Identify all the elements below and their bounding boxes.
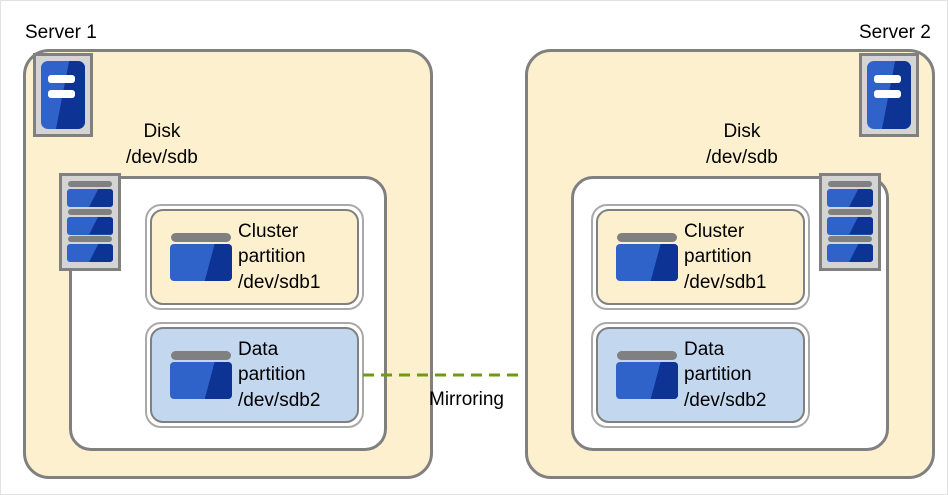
partition-label-line-3: /dev/sdb2 [238,389,321,411]
partition-label-line-1: Data [238,339,279,361]
partition-drive-icon [616,233,678,281]
disk-platter-icon [67,208,113,236]
server-1-cluster-partition[interactable]: Cluster partition /dev/sdb1 [145,204,364,310]
disk-platter-icon [67,181,113,208]
server-slot-icon [874,89,902,99]
disk-label-line-1: Disk [723,121,761,142]
partition-label-line-1: Data [684,339,725,361]
partition-label-line-1: Cluster [684,221,745,243]
partition-label-line-3: /dev/sdb1 [238,271,321,293]
server-1-data-partition[interactable]: Data partition /dev/sdb2 [145,322,364,428]
partition-drive-icon [616,351,678,399]
partition-label-line-1: Cluster [238,221,299,243]
server-2-cluster-partition[interactable]: Cluster partition /dev/sdb1 [591,204,810,310]
disk-label-line-2: /dev/sdb [126,146,198,168]
server-1-cluster-partition-label: Cluster partition /dev/sdb1 [238,219,320,294]
partition-drive-icon [170,233,232,281]
server-2-title: Server 2 [859,22,931,43]
disk-stack-icon [59,173,121,271]
disk-platter-icon [67,236,113,263]
mirroring-label: Mirroring [429,389,504,410]
disk-platter-icon [827,236,873,263]
disk-platter-icon [827,208,873,236]
server-slot-icon [48,89,76,99]
partition-label-line-2: partition [238,246,306,268]
server-2-data-partition-label: Data partition /dev/sdb2 [684,337,766,412]
disk-platter-icon [827,181,873,208]
server-slot-icon [48,74,76,84]
server-1-title: Server 1 [25,22,97,43]
server-2-cluster-partition-label: Cluster partition /dev/sdb1 [684,219,766,294]
partition-label-line-2: partition [684,364,752,386]
server-tower-icon [859,53,919,137]
disk-label-line-2: /dev/sdb [706,146,778,168]
server-1-data-partition-label: Data partition /dev/sdb2 [238,337,320,412]
partition-label-line-3: /dev/sdb2 [684,389,767,411]
server-2-disk-label: Disk /dev/sdb [706,119,778,170]
partition-label-line-2: partition [238,364,306,386]
disk-label-line-1: Disk [143,121,181,142]
partition-label-line-2: partition [684,246,752,268]
disk-stack-icon [819,173,881,271]
server-2-data-partition[interactable]: Data partition /dev/sdb2 [591,322,810,428]
server-1-disk-label: Disk /dev/sdb [126,119,198,170]
partition-drive-icon [170,351,232,399]
server-tower-icon [33,53,93,137]
server-tower-body [867,61,911,129]
server-tower-body [41,61,85,129]
partition-label-line-3: /dev/sdb1 [684,271,767,293]
server-slot-icon [874,74,902,84]
